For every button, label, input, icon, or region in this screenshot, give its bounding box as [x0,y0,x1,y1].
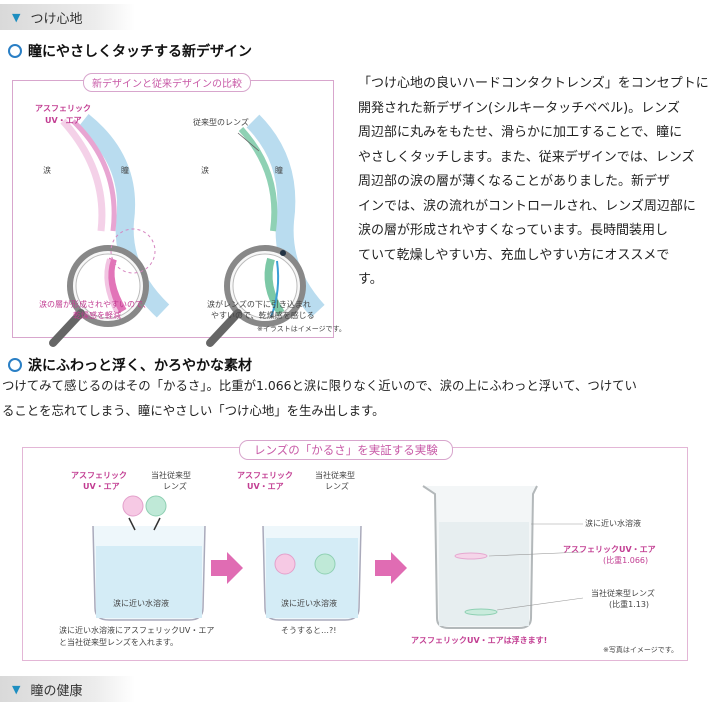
figure1-note: ※イラストはイメージです。 [257,325,346,333]
figure2-note: ※写真はイメージです。 [603,646,679,654]
section2-line: ることを忘れてしまう、瞳にやさしい「つけ心地」を生み出します。 [2,402,385,418]
left-lens-name-2: UV・エア [45,116,82,125]
experiment-illustration [92,485,584,629]
step2-lens-a-2: UV・エア [247,482,284,491]
left-lens-name-1: アスフェリック [35,104,91,113]
left-tear-label: 涙 [43,166,51,175]
comparison-illustration [49,113,325,347]
right-caption-2: やすいので、乾燥感を感じる [211,311,315,320]
step1-liquid: 涙に近い水溶液 [113,599,169,608]
section2-heading-text: 涙にふわっと浮く、かろやかな素材 [28,358,252,374]
step2-lens-b-1: 当社従来型 [315,471,355,480]
tab-eye-health: ▼ 瞳の健康 [0,676,135,702]
step1-lens-b-1: 当社従来型 [151,471,191,480]
section1-line: ていて乾燥しやすい方、充血しやすい方にオススメで [358,247,670,263]
left-eye-label: 瞳 [121,166,129,175]
step1-lens-a-2: UV・エア [83,482,120,491]
step3-lens-a-2: (比重1.066) [603,556,649,565]
left-caption-2: 乾燥感を軽減 [73,311,121,320]
step3-lens-b-1: 当社従来型レンズ [591,589,655,598]
step3-liquid: 涙に近い水溶液 [585,519,641,528]
section1-line: 「つけ心地の良いハードコンタクトレンズ」をコンセプトに [358,76,709,91]
step2-caption: そうすると…?! [281,626,337,635]
section1-line: す。 [358,272,383,287]
section1-heading-text: 瞳にやさしくタッチする新デザイン [28,44,252,60]
left-caption-1: 涙の層が形成されやすいので、 [39,300,151,309]
step2-lens-b-2: レンズ [325,482,349,491]
right-tear-label: 涙 [201,166,209,175]
tab-fit-label: つけ心地 [30,11,83,27]
section1-line: インでは、涙の流れがコントロールされ、レンズ周辺部に [358,198,696,214]
tab-fit: ▼ つけ心地 [0,4,135,30]
step1-caption-2: と当社従来型レンズを入れます。 [59,638,179,647]
section1-line: 周辺部の涙の層が薄くなることがありました。新デザ [358,174,671,189]
step2-lens-a-1: アスフェリック [237,471,293,480]
step1-caption-1: 涙に近い水溶液にアスフェリックUV・エア [59,626,215,635]
comparison-figure-title: 新デザインと従来デザインの比較 [83,73,251,92]
step3-lens-b-2: (比重1.13) [609,600,650,609]
triangle-down-icon: ▼ [12,10,21,24]
step3-lens-a-1: アスフェリックUV・エア [563,545,656,554]
section1-heading: 瞳にやさしくタッチする新デザイン [8,41,252,61]
right-lens-name: 従来型のレンズ [193,118,249,127]
right-eye-label: 瞳 [275,166,283,175]
tab-eye-health-label: 瞳の健康 [30,683,83,699]
step2-liquid: 涙に近い水溶液 [281,599,337,608]
experiment-figure: レンズの「かるさ」を実証する実験 アスフェリック UV・エア 当社従来型 レンズ… [22,440,688,661]
circle-bullet-icon [8,358,22,372]
section2-body: つけてみて感じるのはその「かるさ」。比重が1.066と涙に限りなく近いので、涙の… [2,374,720,423]
step1-lens-a-1: アスフェリック [71,471,127,480]
circle-bullet-icon [8,44,22,58]
section1-line: 涙の層が形成されやすくなっています。長時間装用し [358,223,669,238]
triangle-down-icon: ▼ [12,682,21,696]
section1-line: やさしくタッチします。また、従来デザインでは、レンズ [358,149,695,165]
step1-lens-b-2: レンズ [163,482,187,491]
section1-line: 周辺部に丸みをもたせ、滑らかに加工することで、瞳に [358,125,683,140]
experiment-figure-title: レンズの「かるさ」を実証する実験 [239,440,453,460]
section1-line: 開発された新デザイン(シルキータッチベベル)。レンズ [358,100,680,116]
right-caption-1: 涙がレンズの下に引き込まれ [207,300,311,309]
step3-result: アスフェリックUV・エアは浮きます! [411,636,548,645]
section1-body: 「つけ心地の良いハードコンタクトレンズ」をコンセプトに 開発された新デザイン(シ… [358,72,720,293]
section2-heading: 涙にふわっと浮く、かろやかな素材 [8,355,252,375]
comparison-figure: 新デザインと従来デザインの比較 アスフェリック UV・エア 涙 瞳 涙の層が形成… [12,73,346,347]
section2-line: つけてみて感じるのはその「かるさ」。比重が1.066と涙に限りなく近いので、涙の… [2,378,637,393]
